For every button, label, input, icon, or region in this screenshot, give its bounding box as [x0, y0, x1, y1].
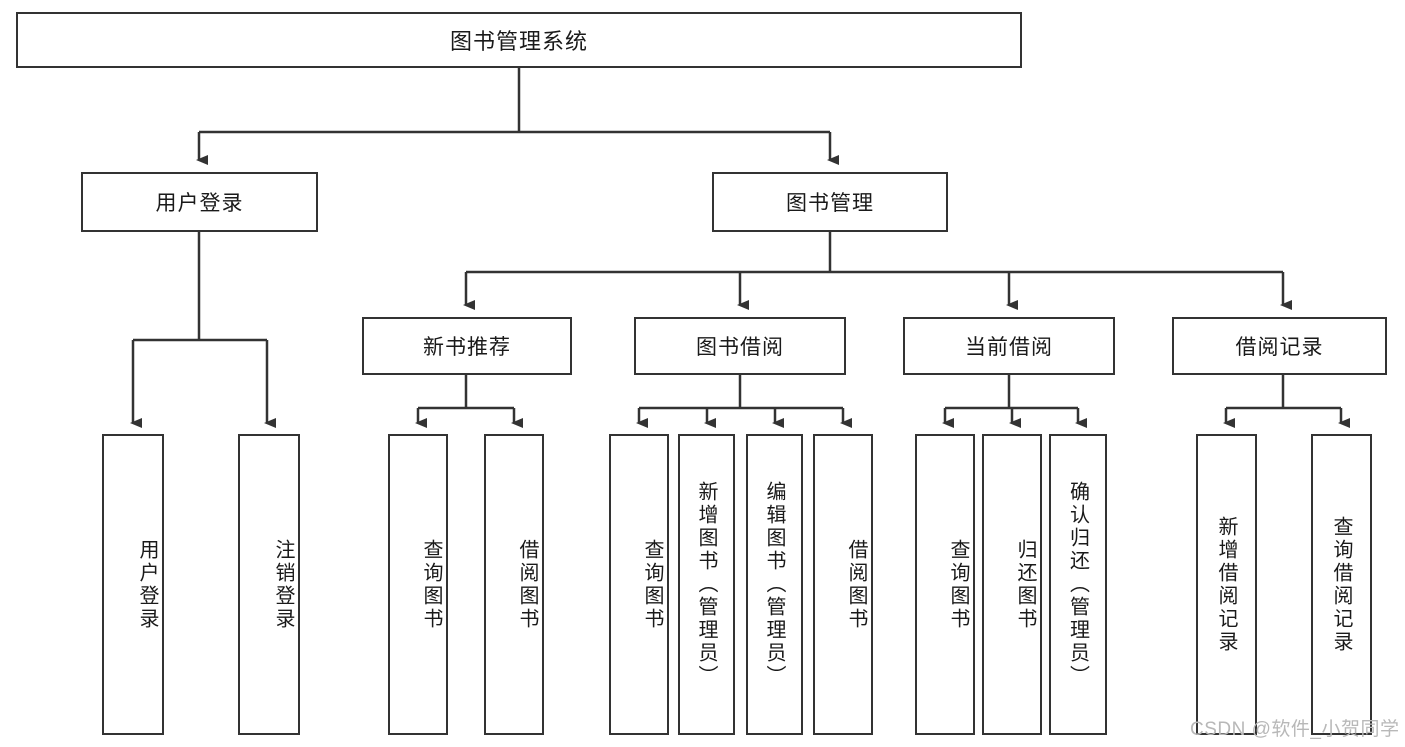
node-new-book-recommend[interactable]: 新书推荐	[362, 317, 572, 375]
node-label: 查询图书	[420, 538, 442, 631]
node-label: 图书管理系统	[449, 29, 588, 54]
node-label: 确认归还（管理员）	[1066, 481, 1089, 688]
leaf-borrow-book-recommend[interactable]: 借阅图书	[484, 434, 544, 735]
node-label: 查询图书	[641, 538, 663, 631]
leaf-query-borrow-record[interactable]: 查询借阅记录	[1311, 434, 1372, 735]
leaf-edit-book-admin[interactable]: 编辑图书（管理员）	[746, 434, 803, 735]
csdn-watermark: CSDN @软件_小贺同学	[1190, 714, 1399, 741]
node-label: 查询图书	[947, 538, 969, 631]
node-label: 图书管理	[786, 192, 874, 215]
node-current-borrow[interactable]: 当前借阅	[903, 317, 1115, 375]
node-label: 借阅记录	[1235, 336, 1324, 359]
leaf-return-book[interactable]: 归还图书	[982, 434, 1042, 735]
node-root-book-management-system[interactable]: 图书管理系统	[16, 12, 1022, 68]
leaf-confirm-return-admin[interactable]: 确认归还（管理员）	[1049, 434, 1107, 735]
node-label: 归还图书	[1014, 538, 1036, 631]
leaf-user-login[interactable]: 用户登录	[102, 434, 164, 735]
node-label: 用户登录	[155, 192, 244, 215]
node-label: 用户登录	[136, 538, 158, 631]
node-label: 查询借阅记录	[1330, 515, 1352, 654]
node-label: 借阅图书	[845, 538, 867, 631]
watermark-text: CSDN @软件_小贺同学	[1190, 719, 1400, 740]
leaf-query-book-recommend[interactable]: 查询图书	[388, 434, 448, 735]
node-label: 新增借阅记录	[1215, 515, 1237, 654]
leaf-query-book-current[interactable]: 查询图书	[915, 434, 975, 735]
node-book-borrow[interactable]: 图书借阅	[634, 317, 846, 375]
leaf-add-borrow-record[interactable]: 新增借阅记录	[1196, 434, 1257, 735]
node-label: 当前借阅	[965, 336, 1053, 359]
node-label: 新增图书（管理员）	[695, 481, 717, 688]
node-label: 新书推荐	[423, 336, 511, 359]
node-book-management[interactable]: 图书管理	[712, 172, 948, 232]
node-label: 编辑图书（管理员）	[763, 481, 785, 688]
node-label: 图书借阅	[696, 336, 784, 359]
node-user-login[interactable]: 用户登录	[81, 172, 318, 232]
node-borrow-record[interactable]: 借阅记录	[1172, 317, 1387, 375]
leaf-query-book-borrow[interactable]: 查询图书	[609, 434, 669, 735]
leaf-borrow-book[interactable]: 借阅图书	[813, 434, 873, 735]
node-label: 借阅图书	[516, 538, 538, 631]
leaf-add-book-admin[interactable]: 新增图书（管理员）	[678, 434, 735, 735]
leaf-logout-login[interactable]: 注销登录	[238, 434, 300, 735]
node-label: 注销登录	[272, 538, 294, 631]
